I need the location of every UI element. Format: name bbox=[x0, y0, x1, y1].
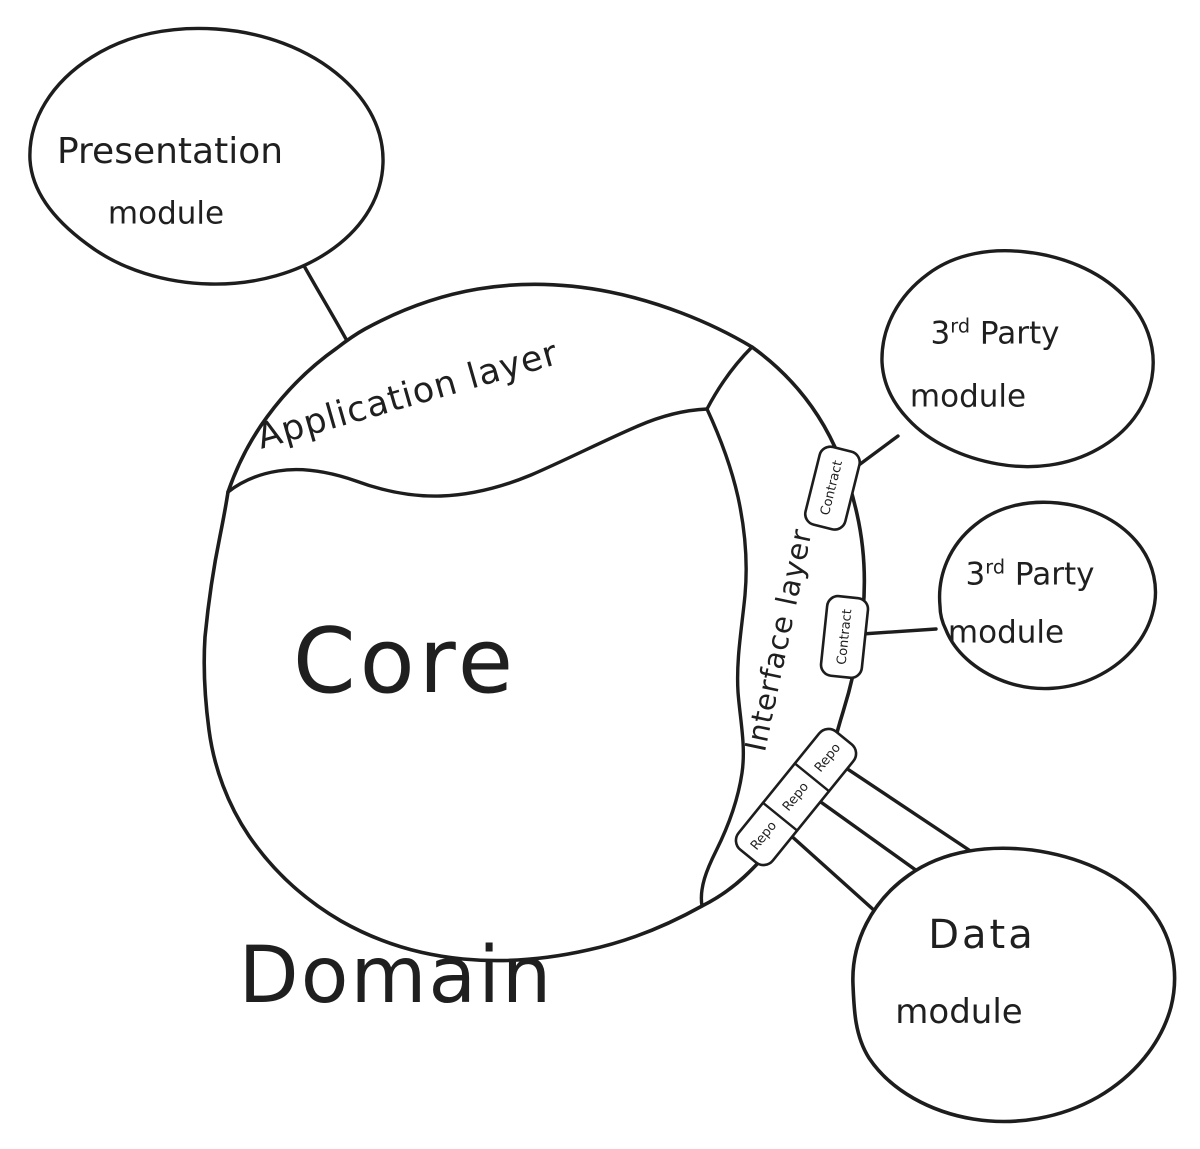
third-party-module-bottom-bubble bbox=[937, 500, 1158, 691]
repo-cell-divider-2 bbox=[793, 762, 831, 793]
third-party-top-type: module bbox=[909, 378, 1027, 415]
contract-port-top bbox=[803, 445, 862, 531]
presentation-module-name: Presentation bbox=[56, 131, 284, 172]
third-party-bottom-name: 3rd Party bbox=[965, 555, 1095, 593]
presentation-module-type: module bbox=[107, 195, 225, 232]
repo-connector-line-3 bbox=[776, 822, 888, 923]
ordinal-suffix: rd bbox=[985, 555, 1006, 579]
ordinal-suffix: rd bbox=[950, 314, 971, 338]
layer-divider bbox=[705, 345, 754, 411]
contract-port-bottom bbox=[819, 594, 870, 680]
core-label: Core bbox=[292, 609, 518, 714]
repo-port-strip bbox=[734, 727, 858, 867]
third-party-top-name: 3rd Party bbox=[930, 314, 1060, 352]
data-module-type: module bbox=[895, 992, 1023, 1032]
presentation-module-bubble bbox=[28, 26, 385, 286]
third-party-bottom-type: module bbox=[947, 614, 1065, 651]
application-layer-inner-boundary bbox=[226, 407, 709, 498]
data-module-bubble bbox=[851, 846, 1177, 1124]
interface-layer-inner-boundary bbox=[699, 407, 748, 908]
repo-cell-divider-1 bbox=[761, 801, 799, 832]
domain-label: Domain bbox=[238, 931, 554, 1021]
repo-connector-line-1 bbox=[826, 754, 992, 866]
data-module-name: Data bbox=[928, 912, 1036, 958]
third-party-module-top-bubble bbox=[880, 249, 1155, 469]
presentation-connector-line bbox=[301, 262, 354, 352]
core-blob-outline bbox=[202, 282, 867, 963]
third-party-bottom-connector-line bbox=[860, 627, 938, 636]
